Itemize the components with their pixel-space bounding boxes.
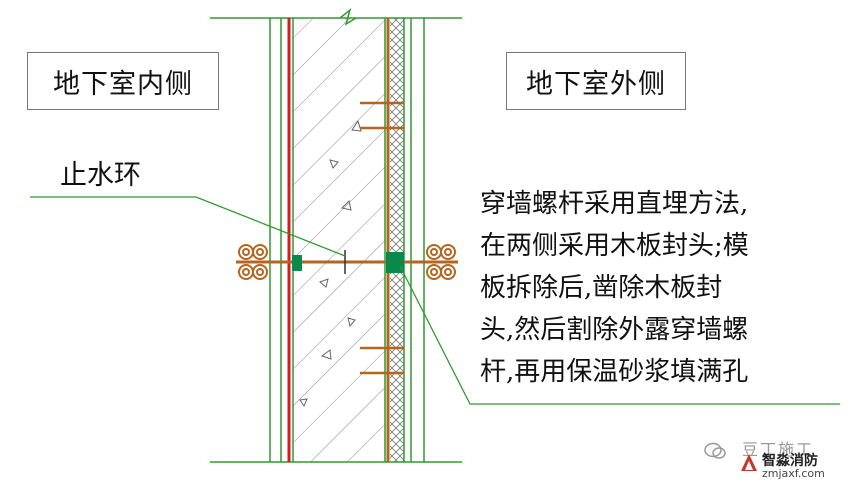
- aggregate-marks: [299, 119, 362, 408]
- basement-inner-side-text: 地下室内侧: [53, 68, 193, 100]
- basement-inner-side-label: 地下室内侧: [27, 52, 219, 110]
- note-line-1: 穿墙螺杆采用直埋方法,: [480, 189, 749, 219]
- flame-logo-icon: [741, 454, 757, 471]
- watermark-brand: 智淼消防: [762, 453, 818, 469]
- nut-coil-left: [238, 244, 268, 280]
- break-symbol: [339, 7, 357, 26]
- wechat-icon: [704, 442, 726, 459]
- basement-outer-side-label: 地下室外侧: [506, 52, 686, 110]
- nut-coil-right: [426, 244, 456, 280]
- water-stop-leader: [30, 196, 346, 257]
- note-line-3: 板拆除后,凿除木板封: [480, 273, 723, 303]
- construction-note: 穿墙螺杆采用直埋方法, 在两侧采用木板封头;模 板拆除后,凿除木板封 头,然后割…: [480, 183, 840, 393]
- anchor-stubs: [360, 101, 404, 375]
- watermark-top-text: 豆丁施工: [742, 440, 815, 459]
- water-stop-label: 止水环: [60, 160, 141, 191]
- note-leader: [399, 265, 840, 405]
- note-line-4: 头,然后割除外露穿墙螺: [480, 315, 749, 345]
- watermark-url: zmjaxf.com: [762, 467, 825, 480]
- insulation-layer: [390, 18, 404, 462]
- watermark: 豆丁施工 智淼消防 zmjaxf.com: [700, 436, 845, 486]
- note-line-5: 杆,再用保温砂浆填满孔: [480, 357, 749, 387]
- basement-outer-side-text: 地下室外侧: [526, 68, 666, 100]
- concrete-wall-hatch: [293, 18, 385, 462]
- wood-plug-left: [292, 255, 302, 271]
- wood-plug-right: [386, 252, 404, 273]
- note-line-2: 在两侧采用木板封头;模: [480, 231, 749, 261]
